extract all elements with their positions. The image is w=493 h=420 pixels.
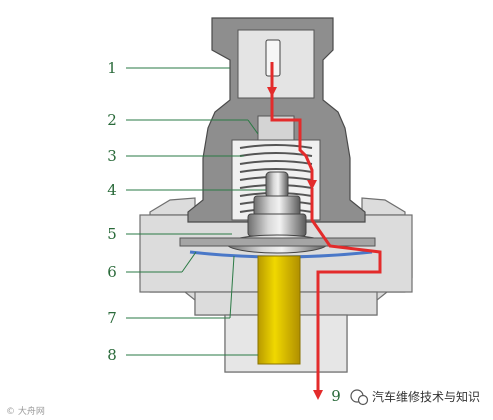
callout-5: 5: [107, 225, 117, 243]
watermark-channel: 汽车维修技术与知识: [350, 389, 480, 406]
flow-path-arrow: [267, 62, 382, 400]
callout-3: 3: [107, 147, 117, 165]
callout-2: 2: [107, 111, 117, 129]
plunger-body: [253, 195, 301, 217]
chat-bubble-icon: [350, 389, 369, 406]
watermark-channel-name: 汽车维修技术与知识: [372, 389, 480, 404]
callout-6: 6: [107, 263, 117, 281]
callout-9: 9: [331, 387, 341, 405]
port-insert: [257, 255, 301, 365]
plunger-base: [247, 213, 307, 237]
leader-6b: [181, 251, 197, 273]
leader-7b: [229, 255, 235, 319]
clamp-ring: [179, 237, 376, 247]
callout-7: 7: [107, 309, 117, 327]
callout-4: 4: [107, 181, 117, 199]
callout-1: 1: [107, 59, 117, 77]
callout-8: 8: [107, 346, 117, 364]
watermark-corner: © 大舟网: [6, 405, 45, 417]
leader-2b: [247, 119, 259, 135]
plunger-top: [265, 171, 289, 199]
